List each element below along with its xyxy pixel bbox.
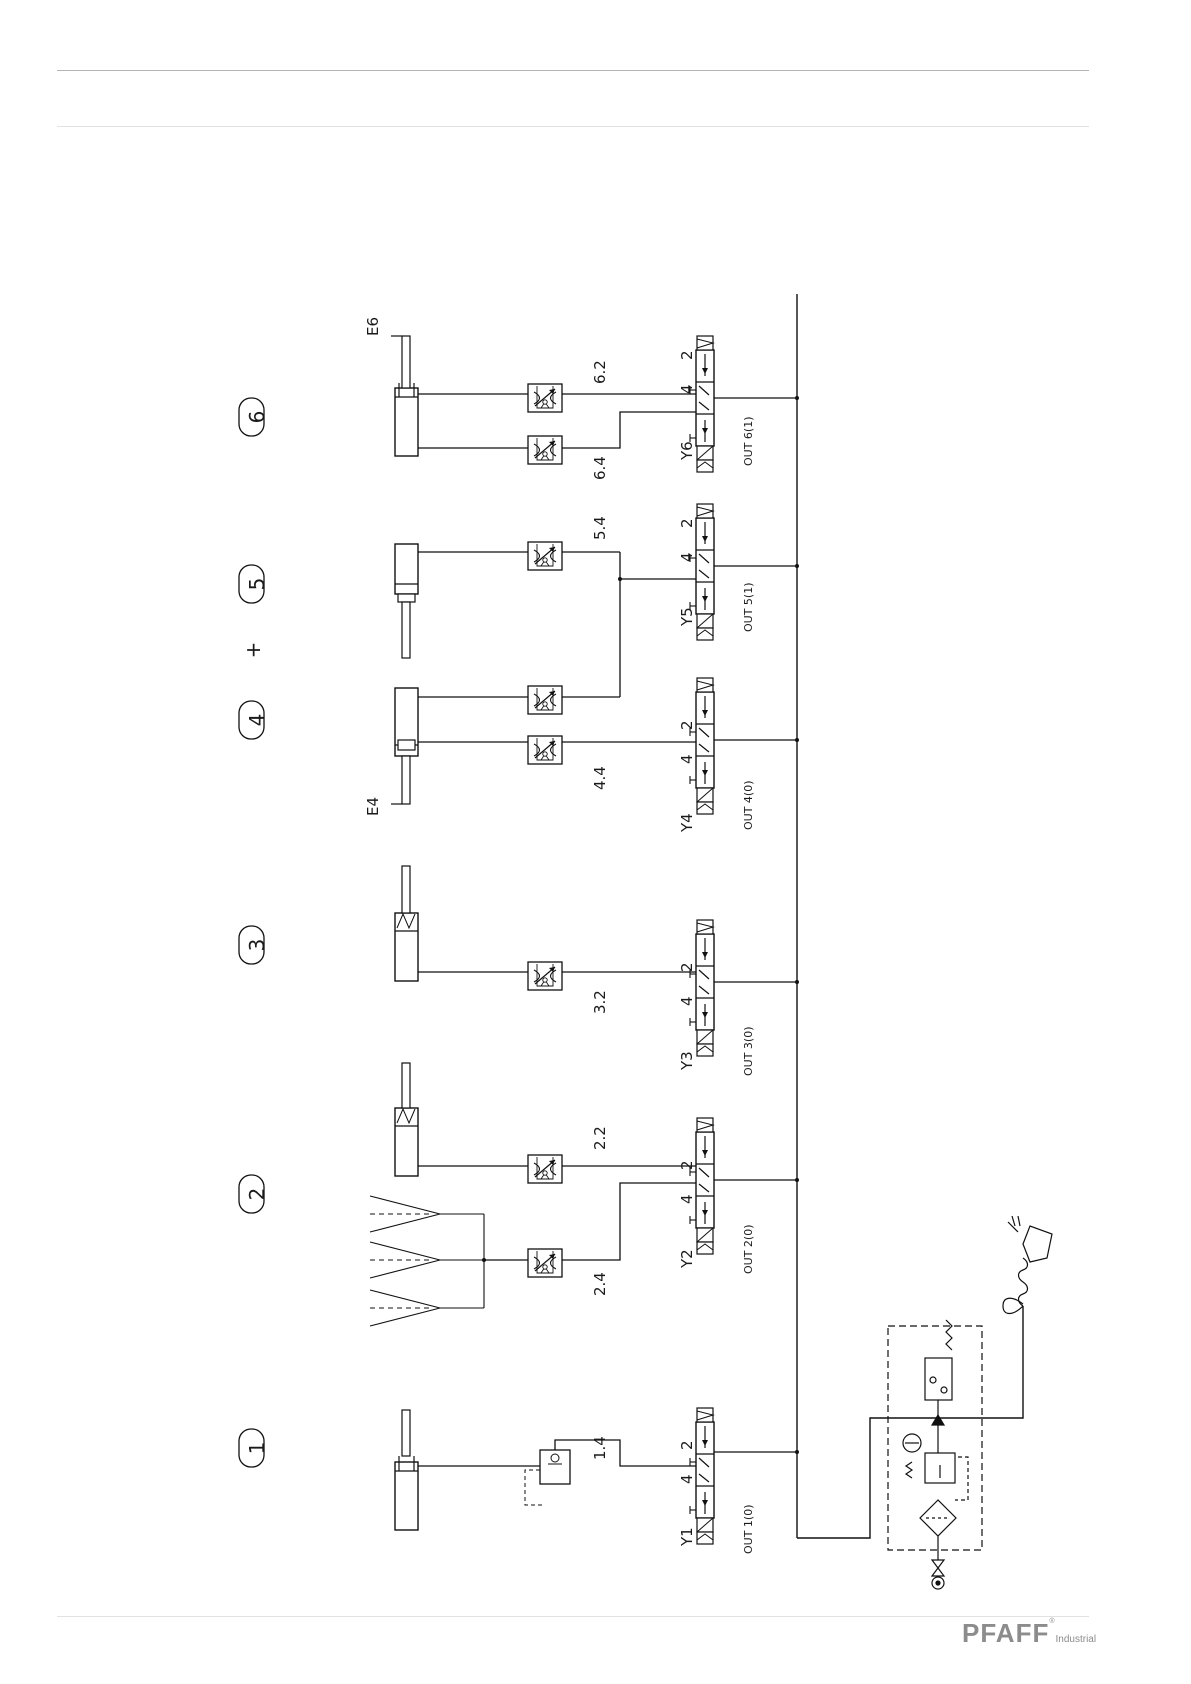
unit-number-3: 3: [245, 939, 269, 952]
throttle-valve-3-2: [528, 962, 562, 990]
unit-badge-2: 2: [239, 1175, 269, 1213]
unit-number-6: 6: [245, 411, 269, 424]
port-label-y5-2: 2: [678, 518, 696, 528]
line-label-4-4: 4.4: [591, 766, 609, 790]
output-label-6: OUT 6(1): [742, 416, 755, 466]
cylinder-6: [395, 388, 418, 456]
port-label-y4-2: 2: [678, 720, 696, 730]
unit-2: [370, 1063, 799, 1326]
brand-tagline: Industrial: [1056, 1634, 1097, 1646]
solenoid-valve-y3: [690, 920, 714, 1056]
port-label-y6-2: 2: [678, 350, 696, 360]
valve-label-y4: Y4: [678, 813, 696, 833]
throttle-valve-5-4: [528, 542, 562, 570]
unit-number-1: 1: [245, 1442, 269, 1455]
line-labels: 6.2 6.4 5.4 4.4 3.2 2.2 2.4 1.4: [591, 360, 609, 1460]
quick-exhaust-valve-1: [525, 1440, 697, 1505]
throttle-valve-2-2: [528, 1155, 562, 1183]
piston-rod-6: [402, 336, 410, 388]
throttle-valve-6-2: [528, 384, 562, 412]
piston-rod-3: [402, 866, 410, 913]
valve-label-y1: Y1: [678, 1527, 696, 1547]
brand-name: PFAFF: [962, 1620, 1049, 1646]
piston-rod-2: [402, 1063, 410, 1108]
unit-badge-6: 6: [239, 398, 269, 436]
sensor-labels: E6 E4: [364, 317, 382, 816]
port-label-y3-4: 4: [678, 996, 696, 1006]
port-label-y2-4: 4: [678, 1194, 696, 1204]
port-label-y1-4: 4: [678, 1474, 696, 1484]
output-labels: OUT 6(1) OUT 5(1) OUT 4(0) OUT 3(0) OUT …: [742, 416, 755, 1554]
unit-badge-4: 4: [239, 701, 269, 739]
unit-4: [391, 678, 799, 814]
sensor-label-e4: E4: [364, 797, 382, 816]
throttle-valve-2-4: [528, 1249, 562, 1277]
port-label-y6-4: 4: [678, 384, 696, 394]
output-label-3: OUT 3(0): [742, 1026, 755, 1076]
pfaff-logo: PFAFF ® Industrial: [962, 1616, 1096, 1646]
valve-labels: Y6 Y5 Y4 Y3 Y2 Y1: [678, 441, 696, 1547]
line-label-5-4: 5.4: [591, 516, 609, 540]
line-label-6-2: 6.2: [591, 360, 609, 384]
unit-3: [395, 866, 799, 1056]
valve-label-y5: Y5: [678, 607, 696, 627]
output-label-5: OUT 5(1): [742, 582, 755, 632]
unit-badge-5: 5: [239, 565, 269, 603]
line-label-6-4: 6.4: [591, 456, 609, 480]
throttle-valve-4-a: [528, 686, 562, 714]
line-label-2-2: 2.2: [591, 1126, 609, 1150]
unit-number-2: 2: [245, 1188, 269, 1201]
plus-sign: +: [241, 642, 265, 659]
output-label-1: OUT 1(0): [742, 1504, 755, 1554]
sensor-label-e6: E6: [364, 317, 382, 336]
port-label-y2-2: 2: [678, 1160, 696, 1170]
piston-rod-4: [402, 756, 410, 804]
registered-mark: ®: [1049, 1618, 1054, 1625]
unit-numbers: 6 5 + 4 3 2 1: [239, 398, 269, 1467]
unit-number-4: 4: [245, 714, 269, 727]
unit-badge-1: 1: [239, 1429, 269, 1467]
unit-6: [391, 336, 799, 472]
port-labels: 2 4 2 4 2 4 2 4 2 4 2 4: [678, 350, 696, 1484]
port-label-y3-2: 2: [678, 962, 696, 972]
cylinder-1: [395, 1462, 418, 1530]
line-label-2-4: 2.4: [591, 1272, 609, 1296]
port-label-y4-4: 4: [678, 754, 696, 764]
valve-label-y2: Y2: [678, 1249, 696, 1269]
output-label-2: OUT 2(0): [742, 1224, 755, 1274]
valve-label-y3: Y3: [678, 1051, 696, 1071]
unit-1: [395, 1408, 799, 1544]
maintenance-unit: [888, 1320, 982, 1589]
throttle-valve-6-4: [528, 436, 562, 464]
valve-label-y6: Y6: [678, 441, 696, 461]
blow-gun: [1003, 1216, 1052, 1314]
piston-rod-5: [402, 602, 410, 658]
throttle-valve-4-4: [528, 736, 562, 764]
unit-badge-3: 3: [239, 926, 269, 964]
solenoid-valve-y2: [690, 1118, 714, 1254]
unit-number-5: 5: [245, 578, 269, 591]
blow-nozzles: [370, 1196, 484, 1326]
cylinder-5: [395, 544, 418, 594]
port-label-y5-4: 4: [678, 552, 696, 562]
line-label-1-4: 1.4: [591, 1436, 609, 1460]
piston-rod-1: [402, 1410, 410, 1456]
port-label-y1-2: 2: [678, 1440, 696, 1450]
solenoid-valve-y4: [690, 678, 714, 814]
line-label-3-2: 3.2: [591, 990, 609, 1014]
supply-feed: [797, 1306, 1023, 1538]
output-label-4: OUT 4(0): [742, 780, 755, 830]
